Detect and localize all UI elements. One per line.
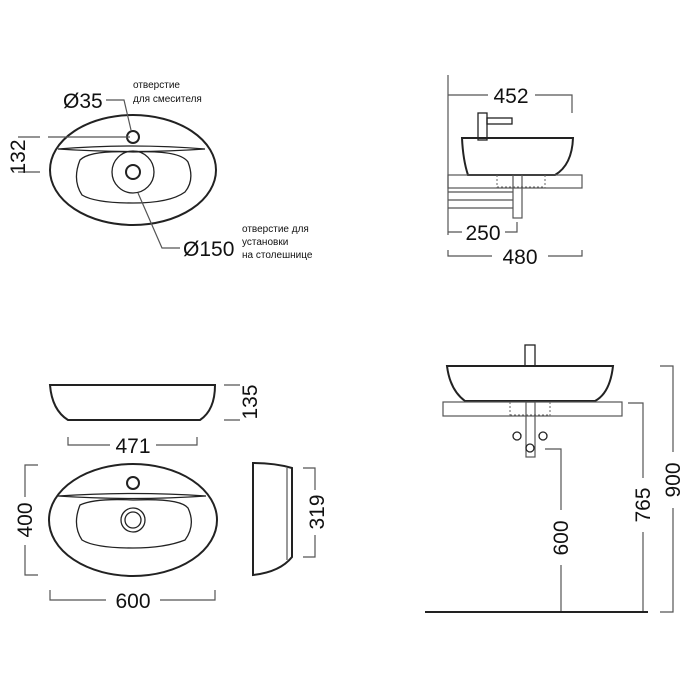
- depth-319-dim: 319: [306, 494, 329, 529]
- mount-hole-note-2: установки: [242, 237, 288, 248]
- mixer-hole-dim: Ø35: [63, 90, 103, 113]
- base-471-dim: 471: [115, 435, 150, 458]
- bracket-250-dim: 250: [465, 222, 500, 245]
- counter-480-dim: 480: [502, 246, 537, 269]
- side-view: 452 250 480: [447, 75, 583, 269]
- mixer-hole-note-1: отверстие: [133, 80, 180, 91]
- mount-hole-note-3: на столешнице: [242, 250, 313, 261]
- installation-view: 600 765 900: [425, 344, 685, 613]
- mount-hole-dim: Ø150: [183, 238, 234, 261]
- mixer-hole-note-2: для смесителя: [133, 94, 202, 105]
- total-900-dim: 900: [662, 462, 685, 497]
- mount-hole-note-1: отверстие для: [242, 224, 309, 235]
- drain-600-dim: 600: [550, 520, 573, 555]
- depth-400-dim: 400: [14, 502, 37, 537]
- plan-view: 400 600: [14, 463, 218, 613]
- width-600-dim: 600: [115, 590, 150, 613]
- counter-765-dim: 765: [632, 487, 655, 522]
- depth-452-dim: 452: [493, 85, 528, 108]
- profile-view: 319: [252, 461, 329, 577]
- front-view: 135 471: [48, 384, 262, 458]
- height-135-dim: 135: [239, 384, 262, 419]
- detail-plan-view: 132 Ø35 отверстие для смесителя Ø150 отв…: [7, 80, 313, 261]
- hole-distance-dim: 132: [7, 139, 30, 174]
